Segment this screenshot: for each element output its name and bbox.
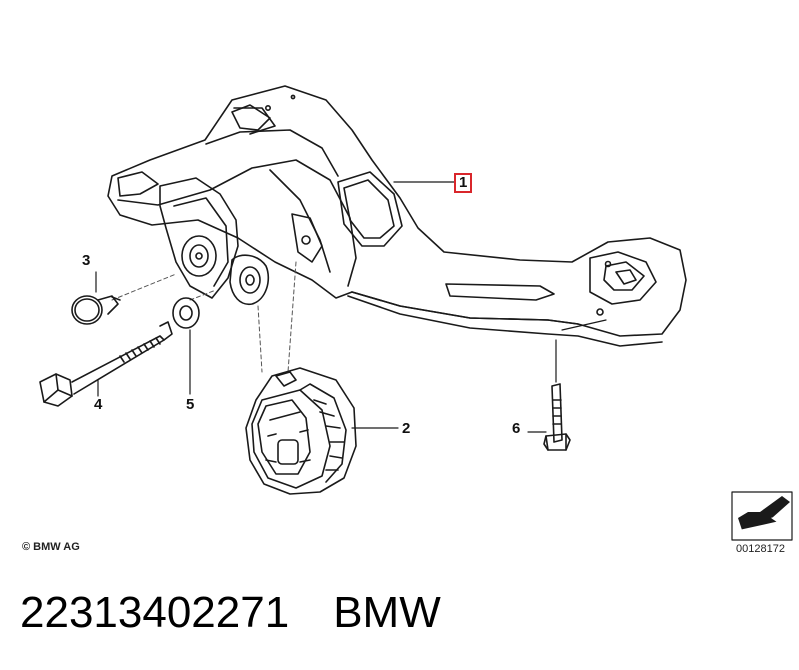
long-hex-bolt	[39, 321, 173, 407]
part-number-line: 22313402271 BMW	[20, 588, 441, 638]
leader-lines	[95, 181, 607, 433]
arrow-direction-icon	[731, 491, 793, 541]
rubber-mount	[245, 367, 357, 495]
callout-4: 4	[94, 396, 103, 413]
callout-1: 1	[454, 173, 473, 193]
callout-5: 5	[186, 396, 195, 413]
short-hex-bolt	[543, 383, 571, 451]
copyright-label: © BMW AG	[22, 541, 80, 553]
callout-6: 6	[512, 420, 521, 437]
part-number: 22313402271	[20, 588, 290, 637]
document-number: 00128172	[736, 543, 785, 555]
washer	[172, 297, 200, 329]
callout-3: 3	[82, 252, 91, 269]
rubber-buffer	[71, 295, 121, 325]
gearbox-support-bracket	[107, 85, 687, 347]
brand-name: BMW	[333, 588, 441, 637]
callout-2: 2	[402, 420, 411, 437]
